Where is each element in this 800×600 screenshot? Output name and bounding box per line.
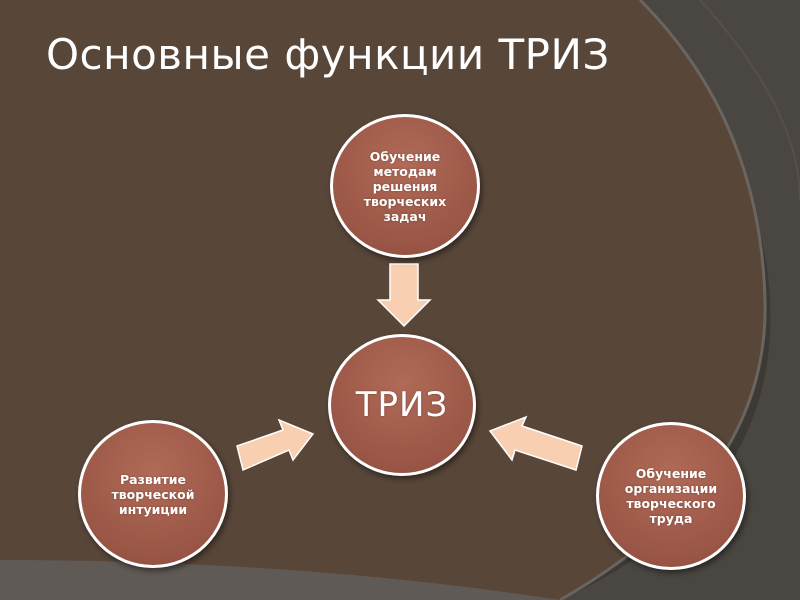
arrow-right-icon xyxy=(236,418,315,472)
slide-title: Основные функции ТРИЗ xyxy=(46,30,610,79)
node-intuition-development: Развитие творческой интуиции xyxy=(78,420,228,568)
node-work-organization: Обучение организации творческого труда xyxy=(596,422,746,570)
node-teaching-methods: Обучение методам решения творческих зада… xyxy=(330,114,480,258)
node-label: Развитие творческой интуиции xyxy=(111,471,195,517)
node-label: ТРИЗ xyxy=(355,385,449,425)
arrow-down-icon xyxy=(376,263,432,328)
arrow-left-icon xyxy=(488,415,583,471)
node-triz-center: ТРИЗ xyxy=(328,334,476,476)
node-label: Обучение методам решения творческих зада… xyxy=(363,148,447,224)
node-label: Обучение организации творческого труда xyxy=(624,466,718,526)
